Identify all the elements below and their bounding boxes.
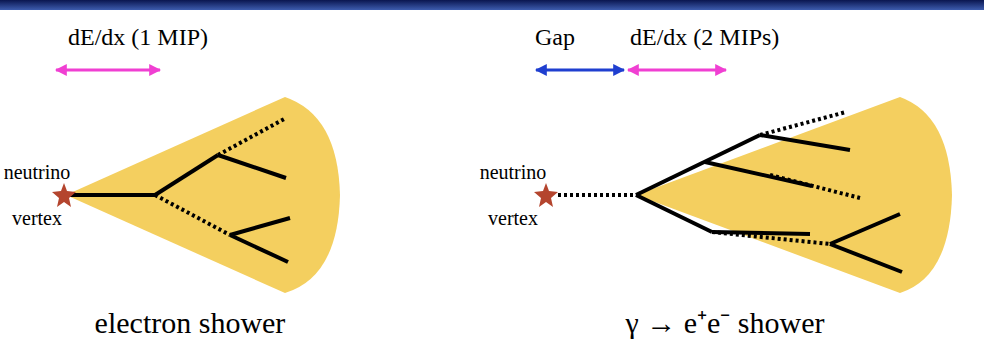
shower-tracks — [558, 112, 902, 272]
shower-cone — [66, 97, 340, 293]
header-bar — [0, 0, 984, 10]
measure-label: dE/dx (2 MIPs) — [630, 22, 779, 52]
vertex-star — [534, 183, 558, 207]
shower-tracks — [66, 118, 290, 262]
measure-label: dE/dx (1 MIP) — [68, 22, 208, 52]
shower-caption: γ → e⁺e⁻ shower — [560, 304, 890, 342]
gap-arrow — [536, 69, 624, 72]
shower-caption: electron shower — [40, 304, 340, 342]
dedx-arrow — [628, 69, 726, 72]
gap-label: Gap — [535, 22, 575, 52]
dedx-arrow — [56, 69, 160, 72]
vertex-label: neutrino vertex — [476, 149, 550, 241]
shower-cone — [636, 97, 952, 293]
vertex-star — [52, 183, 76, 207]
vertex-label: neutrino vertex — [0, 149, 74, 241]
